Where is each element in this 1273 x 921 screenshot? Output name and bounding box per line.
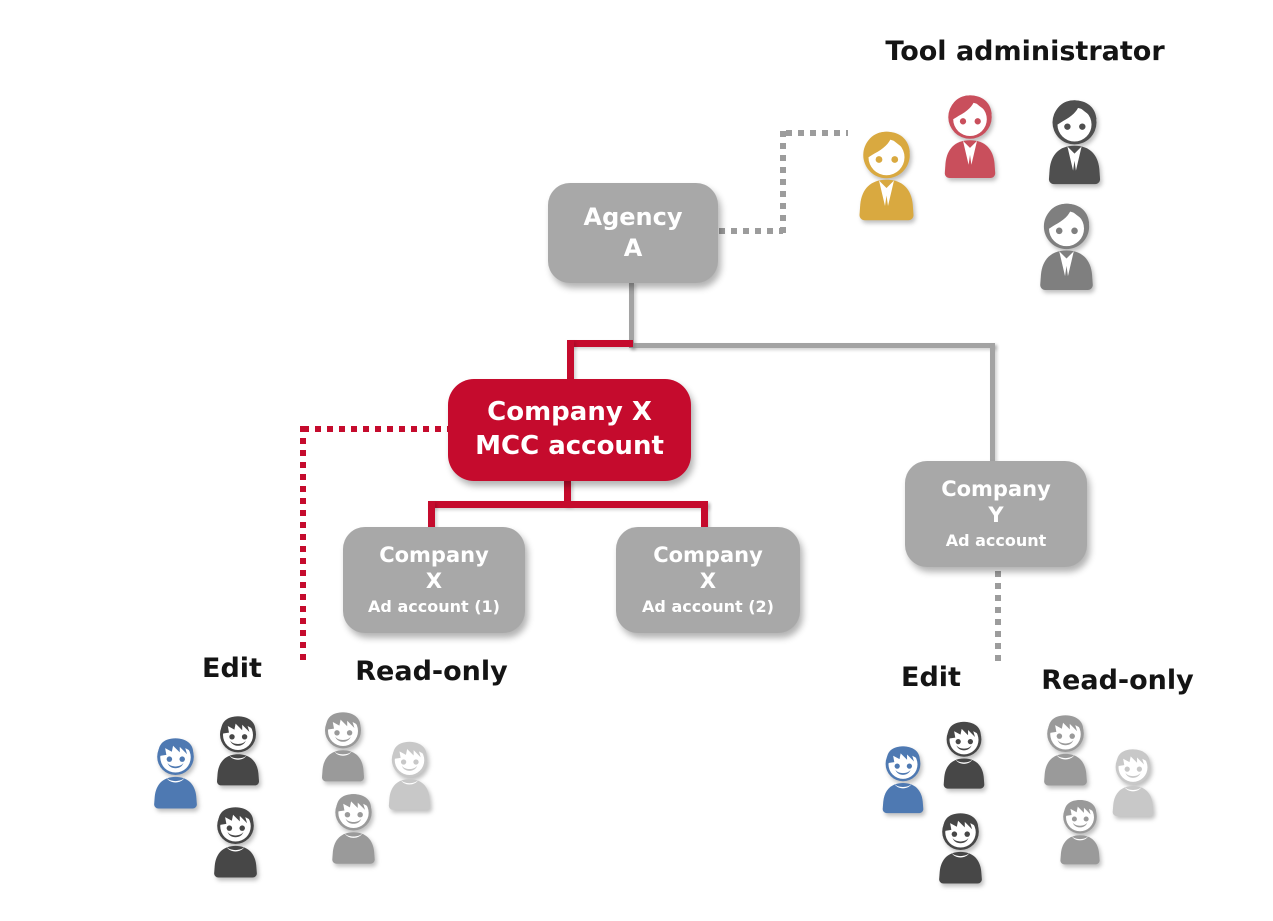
person-left-edit-dark2-icon: [205, 797, 266, 880]
person-left-edit-dark1-icon: [208, 704, 268, 790]
connector-red-down-into-mcc: [567, 340, 574, 381]
connector-mcc-down: [564, 480, 571, 506]
node-company-x-ad1: Company X Ad account (1): [343, 527, 525, 633]
node-company-y-line2: Y: [988, 503, 1004, 528]
connector-red-horizontal-to-mcc: [567, 340, 633, 347]
dotted-connector-companyy-users: [995, 571, 1001, 665]
node-company-x-ad1-line2: X: [425, 569, 443, 594]
person-right-readonly-light-icon: [1104, 737, 1162, 821]
node-agency-a-line1: Agency: [583, 202, 683, 231]
edit-label-left: Edit: [202, 653, 262, 684]
person-left-readonly-gray1-icon: [313, 700, 373, 786]
connector-agency-to-companyy-horizontal: [629, 343, 995, 348]
node-company-x-ad2: Company X Ad account (2): [616, 527, 800, 633]
person-right-edit-dark2-icon: [930, 802, 991, 887]
connector-branch-to-ad2: [701, 501, 708, 529]
person-left-readonly-light-icon: [380, 730, 439, 814]
node-company-y: Company Y Ad account: [905, 461, 1087, 567]
dotted-connector-agency-admin-v: [780, 131, 786, 234]
person-admin-gray-icon: [1030, 194, 1103, 291]
person-right-edit-dark1-icon: [935, 709, 993, 794]
person-admin-darkgray-icon: [1039, 89, 1110, 187]
dotted-connector-mcc-users-horizontal: [303, 426, 449, 432]
person-left-readonly-gray2-icon: [323, 785, 384, 865]
node-agency-a: Agency A: [548, 183, 718, 283]
node-company-x-ad1-line3: Ad account (1): [368, 597, 500, 617]
node-company-x-mcc-line2: MCC account: [475, 431, 664, 461]
node-company-y-line1: Company: [941, 476, 1051, 501]
node-agency-a-line2: A: [623, 234, 643, 262]
person-right-readonly-gray2-icon: [1052, 787, 1108, 870]
dotted-connector-agency-admin-h1: [719, 228, 783, 234]
readonly-label-right: Read-only: [1041, 665, 1194, 696]
node-company-x-mcc-line1: Company X: [487, 397, 652, 428]
edit-label-right: Edit: [901, 662, 961, 693]
connector-companyy-down: [990, 343, 995, 462]
readonly-label-left: Read-only: [355, 656, 508, 687]
tool-administrator-label: Tool administrator: [885, 36, 1165, 67]
person-right-readonly-gray1-icon: [1035, 704, 1096, 789]
node-company-x-ad1-line1: Company: [379, 542, 489, 567]
dotted-connector-agency-admin-h2: [786, 130, 848, 136]
node-company-x-ad2-line3: Ad account (2): [642, 597, 774, 617]
person-right-edit-blue-icon: [874, 734, 932, 818]
connector-mcc-branch-horizontal: [428, 501, 708, 508]
node-company-x-ad2-line2: X: [699, 569, 717, 594]
connector-branch-to-ad1: [428, 501, 435, 529]
node-company-x-ad2-line1: Company: [653, 542, 763, 567]
node-company-x-mcc: Company X MCC account: [448, 379, 691, 481]
person-left-edit-blue-icon: [145, 727, 206, 812]
node-company-y-line3: Ad account: [945, 531, 1047, 551]
person-admin-yellow-icon: [849, 122, 924, 221]
connector-agency-down: [629, 282, 634, 348]
dotted-connector-mcc-users-vertical: [300, 426, 306, 664]
person-admin-red-icon: [935, 84, 1005, 181]
